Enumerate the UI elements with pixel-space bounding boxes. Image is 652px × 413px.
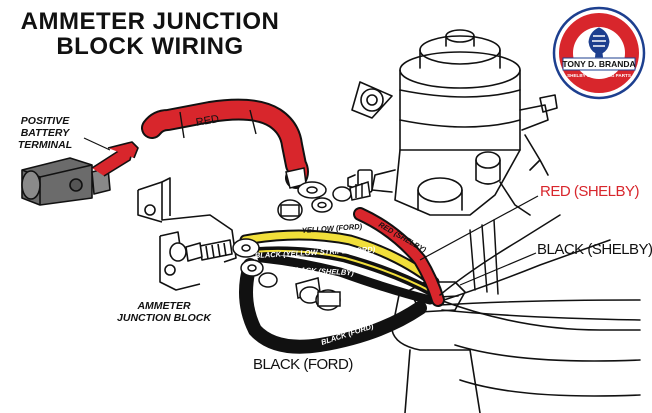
label-line: TERMINAL xyxy=(17,139,73,151)
red-cable-label: RED xyxy=(195,113,220,129)
page-title-line2: BLOCK WIRING xyxy=(56,33,244,60)
label-line: AMMETER xyxy=(137,300,191,312)
page-title-line1: AMMETER JUNCTION xyxy=(20,8,280,35)
label-line: BATTERY xyxy=(20,127,70,139)
logo-tagline: SHELBY & MUSTANG PARTS xyxy=(567,73,631,78)
wire-label-black-shelby-small: BLACK (SHELBY) xyxy=(290,265,355,277)
label-ammeter-junction-block: AMMETER JUNCTION BLOCK xyxy=(112,300,216,324)
ammeter-junction-block xyxy=(137,177,237,291)
label-positive-battery-terminal: POSITIVE BATTERY TERMINAL xyxy=(10,115,80,151)
leader-lines xyxy=(83,137,539,286)
junction-ring-terminals xyxy=(232,238,341,311)
solenoid-assembly xyxy=(347,29,641,413)
wire-bundle xyxy=(239,207,641,354)
wire-label-yellow-ford: YELLOW (FORD) xyxy=(302,222,363,235)
label-line: JUNCTION BLOCK xyxy=(117,312,211,324)
logo-name-banner xyxy=(562,57,636,71)
label-black-shelby: BLACK (SHELBY) xyxy=(537,241,652,258)
label-red-shelby: RED (SHELBY) xyxy=(540,183,640,200)
label-black-ford: BLACK (FORD) xyxy=(253,356,353,373)
battery-terminal xyxy=(21,141,139,206)
red-battery-cable: RED xyxy=(141,98,309,189)
label-line: POSITIVE xyxy=(20,115,70,127)
stud-hardware xyxy=(277,181,371,221)
red-cable-ring-terminal xyxy=(285,167,327,199)
tony-d-branda-logo: TONY D. BRANDA SHELBY & MUSTANG PARTS xyxy=(552,6,646,100)
logo-name: TONY D. BRANDA xyxy=(562,59,635,69)
